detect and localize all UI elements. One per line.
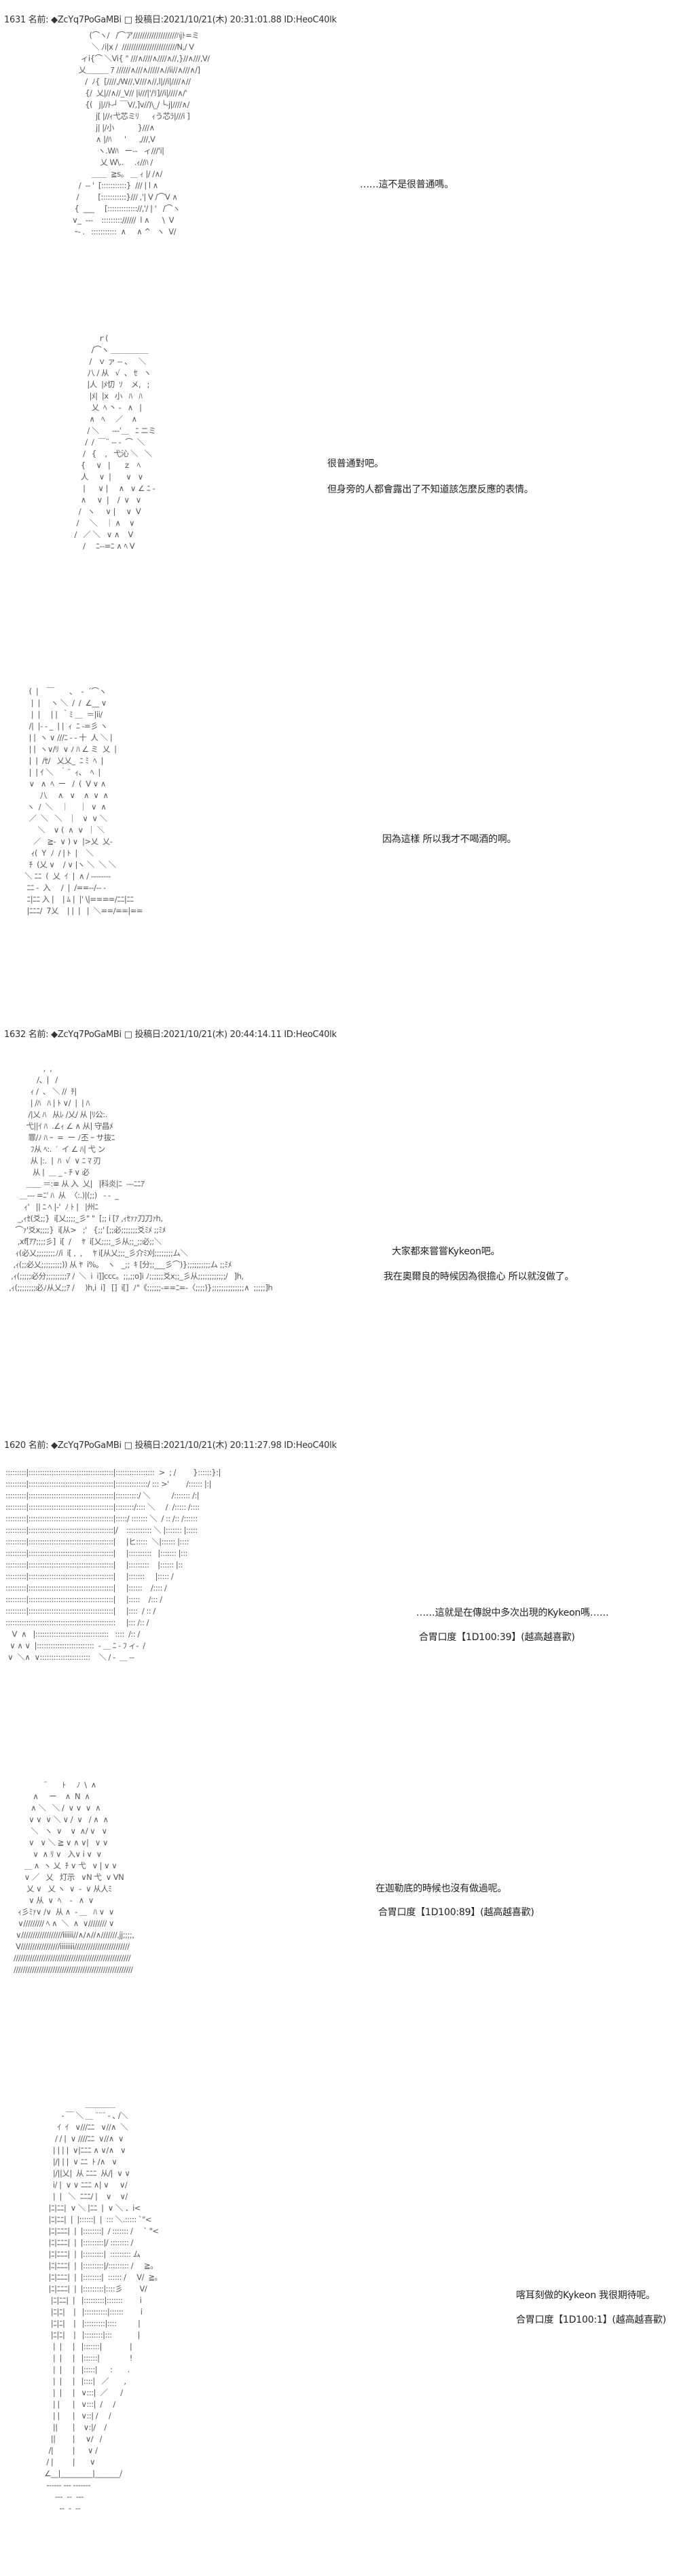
post-header: 1632 名前: ◆ZcYq7PoGaMBi □ 投稿日:2021/10/21(… [4, 1027, 337, 1040]
ascii-art-4: , , /、| / ｨ / 、 ＼ // ﾁ| | /ﾊ ﾊ | ﾄ ∨/ | … [9, 1064, 273, 1292]
post-datetime: 2021/10/21(木) 20:44:14.11 [163, 1030, 282, 1040]
ascii-art-5: :::::::::|::::::::::::::::::::::::::::::… [5, 1468, 221, 1662]
ascii-art-1: (⌒ヽ/ /⌒ア///////////////////ﾊjﾄ=ミ ＼ ﾉi|x … [72, 31, 210, 236]
mail-box-icon: □ [124, 1030, 132, 1040]
dialogue-line: 因為這樣 所以我才不喝酒的啊。 [382, 834, 517, 845]
tripcode: ◆ZcYq7PoGaMBi [51, 1440, 122, 1451]
dialogue-line: 合胃口度【1D100:89】(越高越喜歡) [378, 1907, 534, 1918]
dialogue-line: 大家都來嘗嘗Kykeon吧。 [392, 1246, 500, 1257]
tripcode: ◆ZcYq7PoGaMBi [51, 1030, 122, 1040]
post-datetime: 2021/10/21(木) 20:11:27.98 [163, 1440, 282, 1451]
ascii-art-7: ＿＿＿＿ ‐ ￣ ＼ ＿ ¨¨¨ ‐ ､ /＼ ｲ ｲ ∨///ﾆﾆ ∨//∧ … [44, 2099, 162, 2513]
post-header: 1631 名前: ◆ZcYq7PoGaMBi □ 投稿日:2021/10/21(… [4, 12, 337, 25]
dialogue-line: 我在奧爾良的時候因為很擔心 所以就沒做了。 [384, 1271, 574, 1282]
ascii-art-2: ｒ( /⌒ヽ ＿＿＿＿＿ / ｖ ァ ‐- 、 ＼ 八 / 从 √ 、 ｾ ヽ … [74, 333, 156, 551]
post-header: 1620 名前: ◆ZcYq7PoGaMBi □ 投稿日:2021/10/21(… [4, 1438, 337, 1451]
post-datetime: 2021/10/21(木) 20:31:01.88 [163, 15, 282, 25]
dialogue-line: 合胃口度【1D100:1】(越高越喜歡) [516, 2315, 666, 2325]
date-label: 投稿日: [134, 1030, 164, 1040]
dialogue-line: 但身旁的人都會露出了不知道該怎麼反應的表情。 [327, 484, 534, 495]
date-label: 投稿日: [134, 15, 164, 25]
dialogue-line: 喀耳刻做的Kykeon 我很期待呢。 [516, 2290, 655, 2301]
date-label: 投稿日: [134, 1440, 164, 1451]
poster-id: ID:HeoC40lk [284, 1440, 337, 1451]
dialogue-line: ……這不是很普通嗎。 [360, 179, 454, 190]
post-number: 1632 [4, 1030, 26, 1040]
name-label: 名前: [28, 1030, 49, 1040]
dialogue-line: ……這就是在傳說中多次出現的Kykeon嗎…… [416, 1608, 609, 1618]
name-label: 名前: [28, 15, 49, 25]
ascii-art-3: ( | ￣ 、 ‐ ´⌒ヽ | | ヽ ＼ / / ∠__ ∨ | | | | … [24, 687, 143, 915]
poster-id: ID:HeoC40lk [284, 15, 337, 25]
post-number: 1620 [4, 1440, 26, 1451]
post-number: 1631 [4, 15, 26, 25]
poster-id: ID:HeoC40lk [284, 1030, 337, 1040]
tripcode: ◆ZcYq7PoGaMBi [51, 15, 122, 25]
name-label: 名前: [28, 1440, 49, 1451]
dialogue-line: 很普通對吧。 [327, 458, 384, 469]
mail-box-icon: □ [124, 1440, 132, 1451]
dialogue-line: 在迦勒底的時候也沒有做過呢。 [375, 1883, 507, 1894]
dialogue-line: 合胃口度【1D100:39】(越高越喜歡) [419, 1632, 575, 1643]
ascii-art-6: ¨ ﾄ ﾉ \ ∧ ∧ ー ∧ N ∧ ∧ ＼ ＼ / ∨ ∨ ∨ ∧ ∨ ∨ … [14, 1780, 134, 1974]
mail-box-icon: □ [124, 15, 132, 25]
